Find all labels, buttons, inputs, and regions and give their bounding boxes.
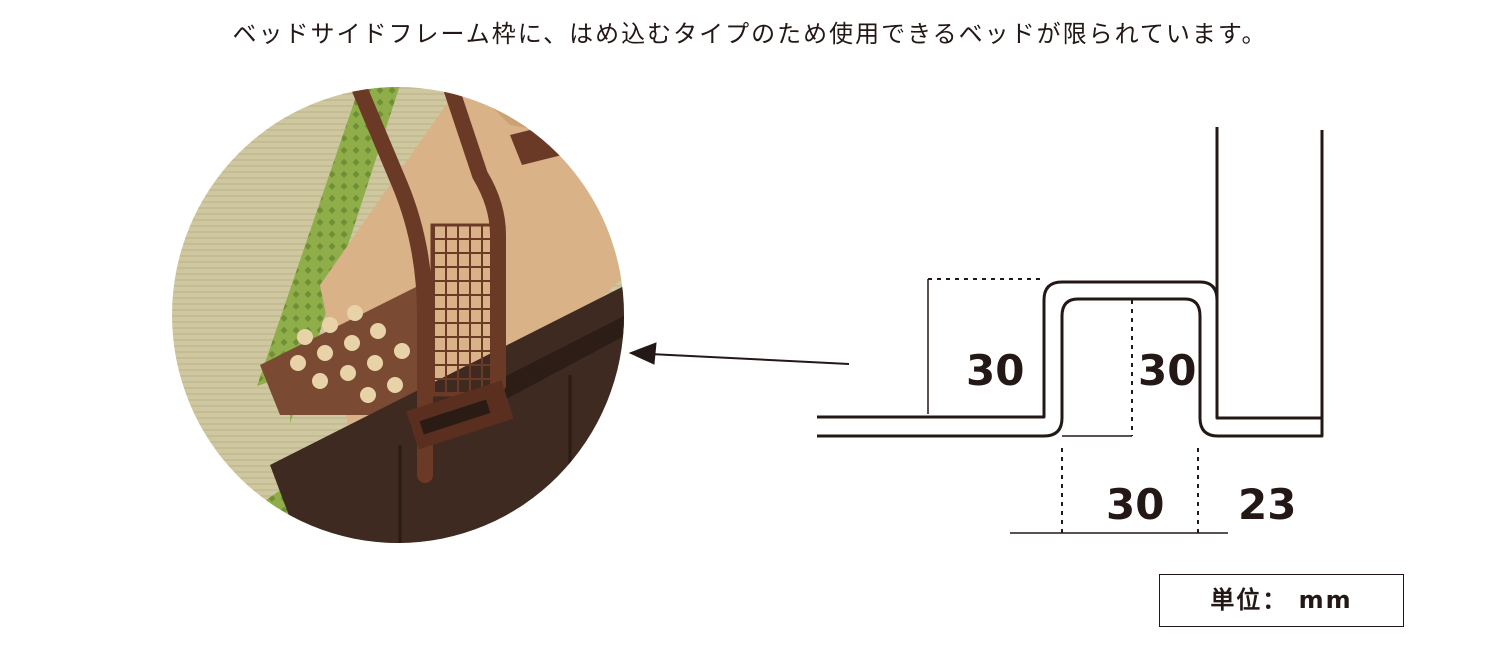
dimension-height-right: 30 bbox=[1138, 346, 1197, 395]
dimension-offset-bottom: 23 bbox=[1238, 480, 1297, 529]
dimension-width-bottom: 30 bbox=[1106, 480, 1165, 529]
notice-caption: ベッドサイドフレーム枠に、はめ込むタイプのため使用できるベッドが限られています。 bbox=[232, 20, 1268, 48]
dimension-height-left: 30 bbox=[966, 346, 1025, 395]
bed-guard-closeup-photo bbox=[170, 85, 626, 545]
unit-label: 単位： mm bbox=[1159, 574, 1404, 627]
frame-wall-line bbox=[1215, 127, 1322, 420]
arrow-left-icon bbox=[628, 342, 850, 365]
frame-profile-inner-line bbox=[817, 130, 1324, 438]
